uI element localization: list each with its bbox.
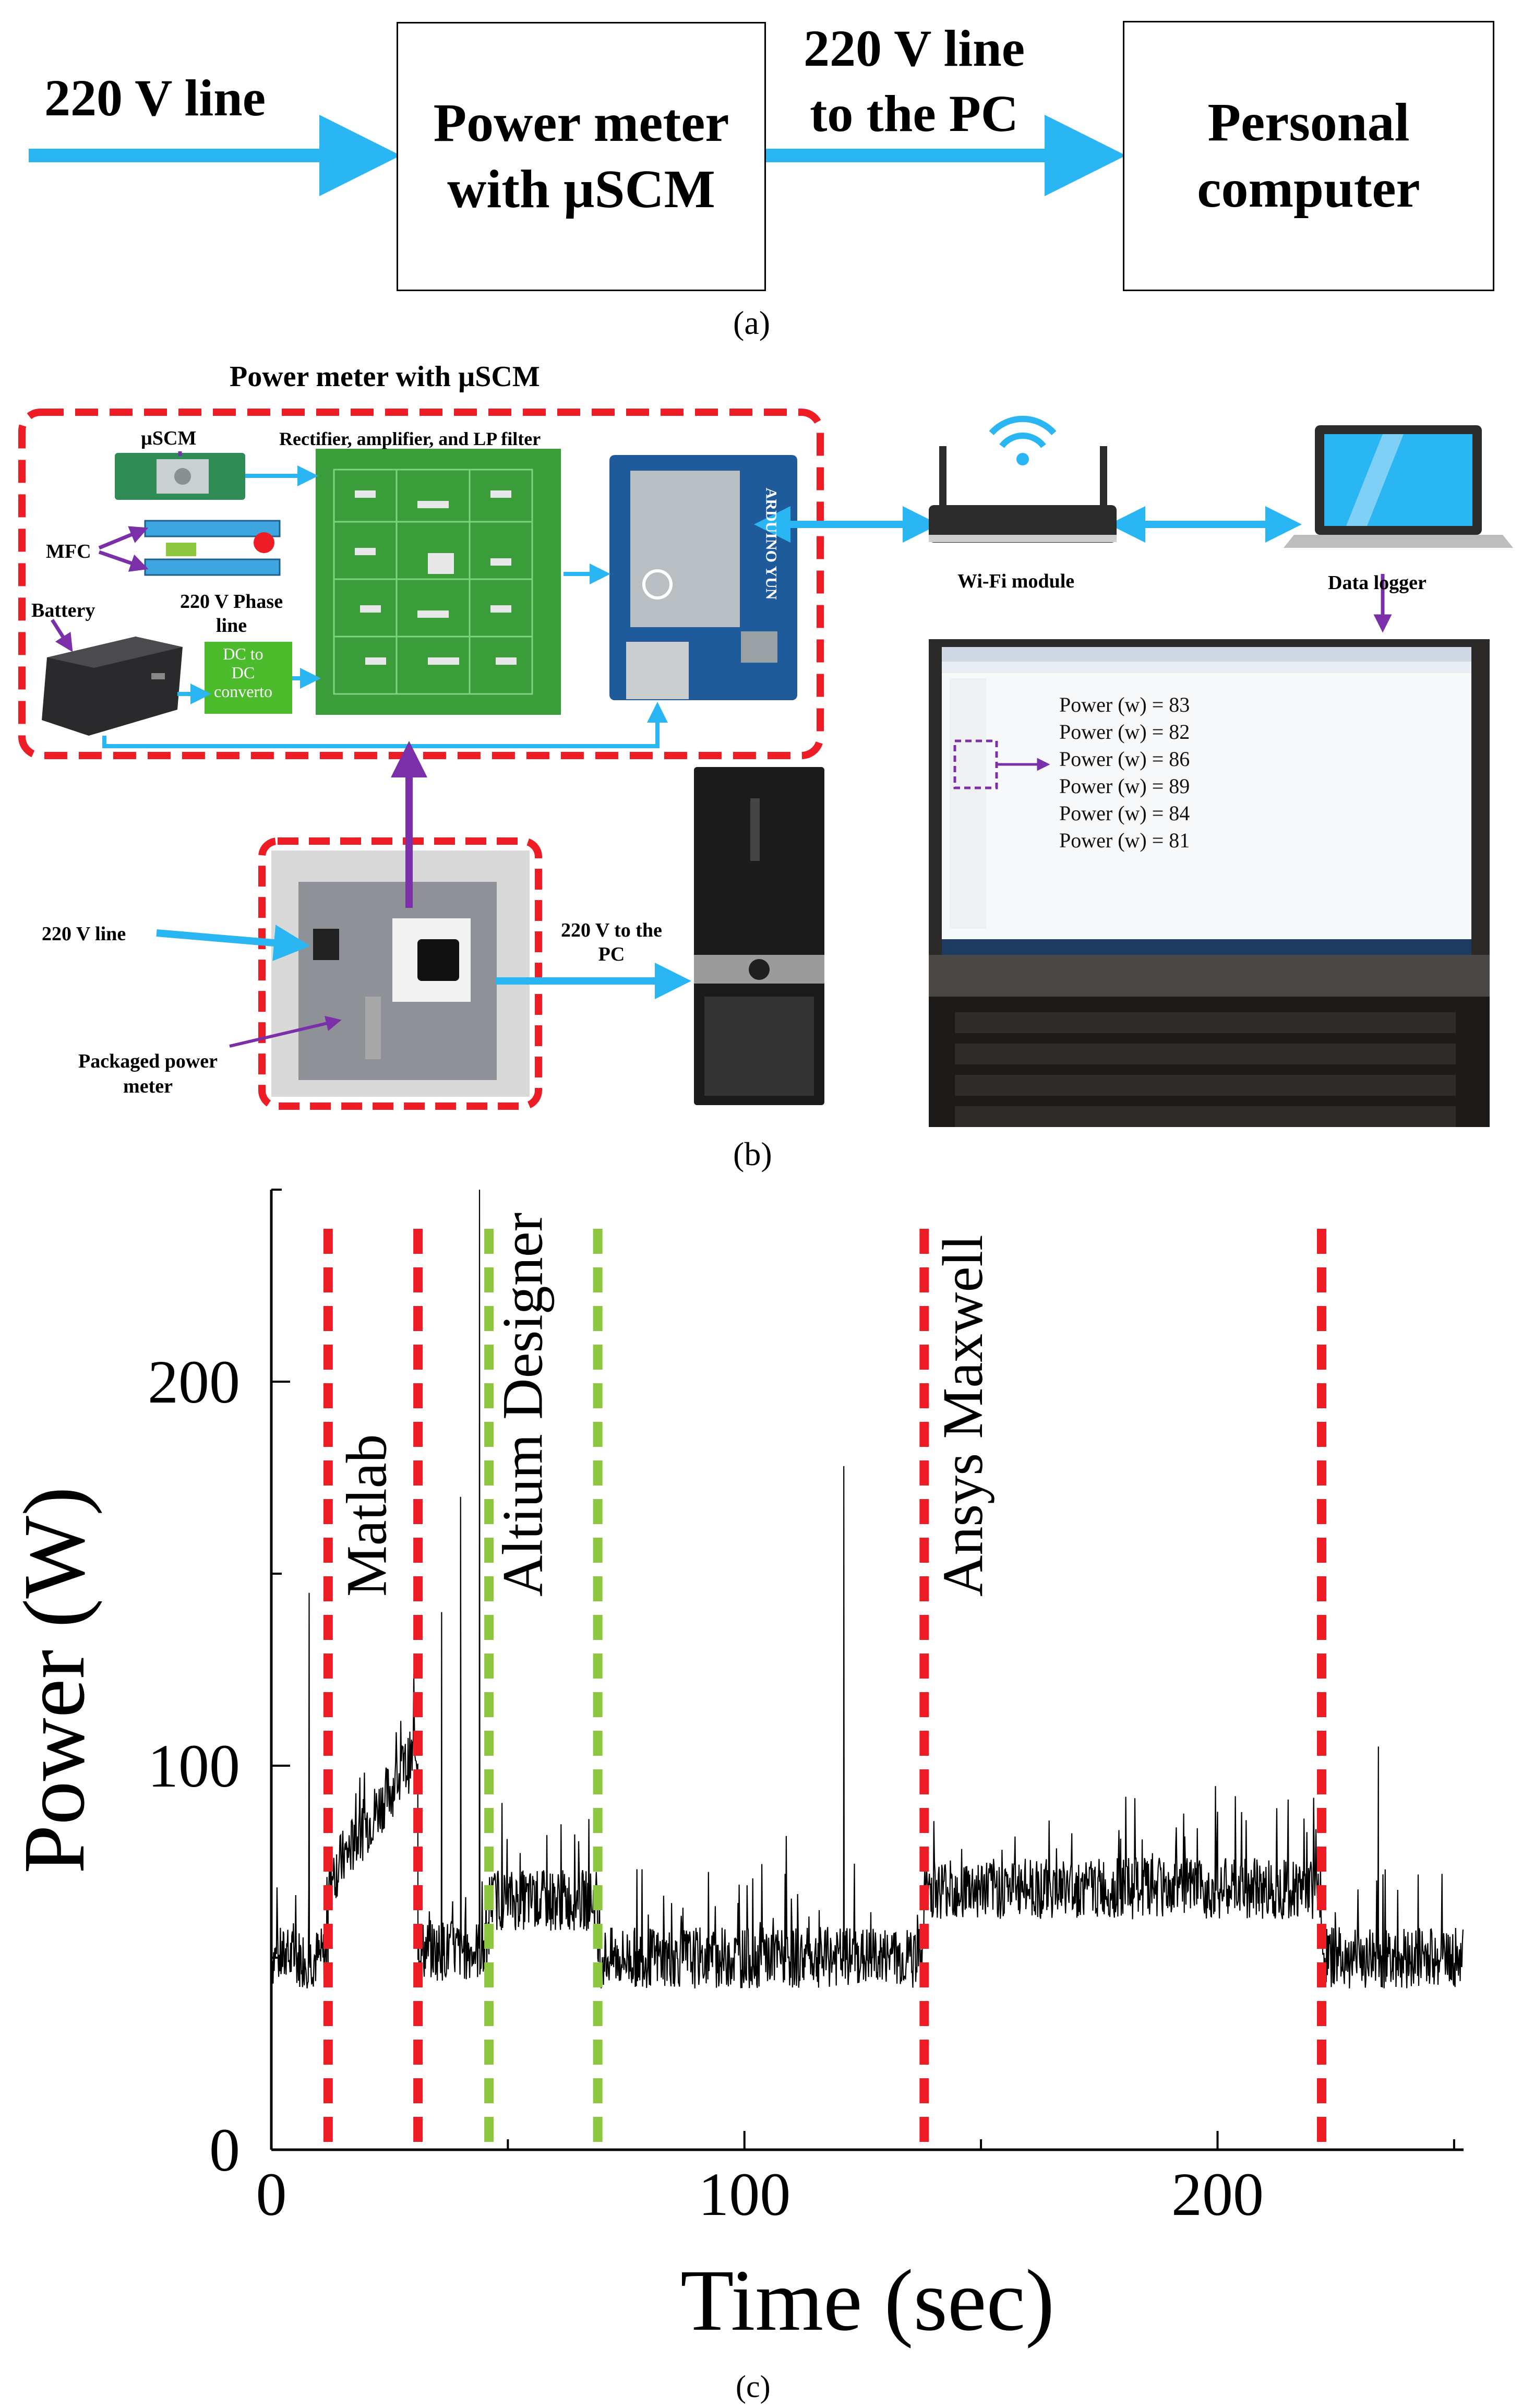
- battery-label: Battery: [31, 600, 95, 621]
- pc-line2: computer: [1197, 159, 1420, 219]
- panel-b-title: Power meter with µSCM: [230, 361, 540, 393]
- to-pc-label: 220 V to the PC: [561, 918, 662, 966]
- arduino-board: [609, 455, 797, 700]
- caption-b: (b): [733, 1135, 772, 1172]
- rectifier-label: Rectifier, amplifier, and LP filter: [279, 428, 541, 449]
- dcdc-line1: DC to: [223, 644, 263, 663]
- annotation-label: Matlab: [334, 1434, 398, 1597]
- power-meter-box: Power meter with µSCM: [397, 22, 766, 291]
- to-pc-line1: 220 V to the: [561, 919, 662, 941]
- link-label-line2: to the PC: [810, 85, 1019, 142]
- uscm-label: µSCM: [141, 427, 197, 449]
- arduino-label: ARDUINO YUN: [762, 487, 780, 600]
- packaged-line2: meter: [123, 1075, 173, 1097]
- link-label: 220 V line to the PC: [804, 16, 1025, 146]
- line-in-label: 220 V line: [42, 923, 126, 945]
- x-axis-label: Time (sec): [680, 2252, 1054, 2349]
- mfc-label: MFC: [46, 541, 91, 562]
- dcdc-label: DC to DC converto: [214, 644, 272, 701]
- input-line-label: 220 V line: [44, 69, 266, 127]
- x-tick-label: 0: [256, 2160, 287, 2229]
- y-tick-label: 0: [209, 2116, 240, 2184]
- panel-a-arrows: [29, 115, 1126, 196]
- reading-4: Power (w) = 89: [1059, 774, 1190, 798]
- packaged-line1: Packaged power: [78, 1050, 218, 1072]
- personal-computer-box: Personal computer: [1123, 21, 1494, 291]
- y-tick-label: 100: [148, 1732, 240, 1800]
- phase-line-2: line: [215, 615, 247, 637]
- power-series-line: [270, 1189, 1464, 1988]
- reading-3: Power (w) = 86: [1059, 747, 1190, 771]
- link-label-line1: 220 V line: [804, 19, 1025, 77]
- data-logger-label: Data logger: [1328, 572, 1427, 594]
- panel-b-graphics: [18, 409, 1513, 1127]
- power-meter-line1: Power meter: [433, 93, 729, 153]
- desktop-pc-photo: [694, 767, 824, 1105]
- reading-5: Power (w) = 84: [1059, 801, 1190, 825]
- x-tick-label: 100: [698, 2160, 790, 2229]
- battery-icon: [42, 637, 183, 736]
- reading-6: Power (w) = 81: [1059, 829, 1190, 852]
- power-meter-dashed-frame: [18, 409, 824, 759]
- reading-1: Power (w) = 83: [1059, 693, 1190, 716]
- caption-a: (a): [733, 304, 771, 341]
- wifi-module-label: Wi-Fi module: [957, 570, 1075, 592]
- packaged-meter-label: Packaged power meter: [78, 1049, 218, 1099]
- power-meter-line2: with µSCM: [447, 159, 715, 219]
- dcdc-line2: DC: [231, 663, 255, 682]
- packaged-meter-dashed-frame: [258, 837, 542, 1110]
- mfc-elements: [144, 520, 281, 576]
- packaged-meter-photo: [271, 850, 530, 1097]
- y-tick-label: 200: [148, 1348, 240, 1416]
- x-tick-label: 200: [1171, 2160, 1264, 2229]
- data-logger-photo: [929, 639, 1490, 1127]
- pc-line1: Personal: [1207, 92, 1410, 153]
- phase-line-1: 220 V Phase: [180, 591, 283, 613]
- reading-highlight-box: [953, 739, 998, 789]
- caption-c: (c): [736, 2369, 771, 2404]
- wifi-router-icon: [929, 415, 1117, 543]
- annotation-label: Ansys Maxwell: [931, 1235, 994, 1597]
- dcdc-line3: converto: [214, 682, 272, 701]
- power-readings: Power (w) = 83 Power (w) = 82 Power (w) …: [1059, 691, 1190, 854]
- reading-2: Power (w) = 82: [1059, 720, 1190, 744]
- to-pc-line2: PC: [598, 943, 625, 965]
- y-axis-label: Power (W): [6, 1487, 103, 1874]
- phase-line-label: 220 V Phase line: [180, 590, 283, 638]
- dcdc-box: [205, 642, 292, 714]
- uscm-board: [115, 453, 245, 500]
- annotation-label: Altium Designer: [491, 1213, 555, 1597]
- laptop-icon: [1284, 425, 1513, 548]
- pcb-board: [316, 449, 561, 715]
